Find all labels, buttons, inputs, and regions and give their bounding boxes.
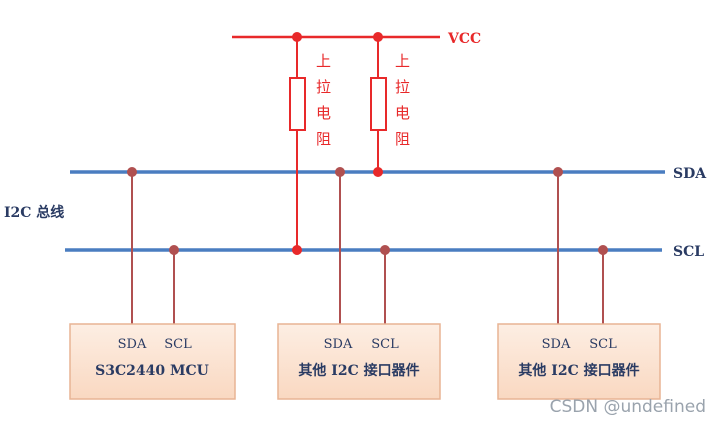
device2-sda-pin: SDA bbox=[324, 337, 353, 352]
pullup1-char-1: 上 bbox=[316, 52, 331, 70]
device1-scl-node bbox=[169, 245, 179, 255]
pullup2-char-2: 拉 bbox=[395, 78, 410, 96]
device-box-3: SDA SCL 其他 I2C 接口器件 bbox=[497, 323, 661, 400]
pullup1-char-4: 阻 bbox=[316, 130, 331, 148]
pullup2-char-1: 上 bbox=[395, 52, 410, 70]
device1-sda-node bbox=[127, 167, 137, 177]
sda-bus-label: SDA bbox=[673, 166, 707, 182]
pullup1-char-3: 电 bbox=[316, 104, 331, 122]
pullup2-char-4: 阻 bbox=[395, 130, 410, 148]
device3-sda-node bbox=[553, 167, 563, 177]
device3-name: 其他 I2C 接口器件 bbox=[518, 362, 639, 379]
device2-scl-node bbox=[380, 245, 390, 255]
device2-sda-node bbox=[335, 167, 345, 177]
scl-pullup-node bbox=[292, 245, 302, 255]
device1-name: S3C2440 MCU bbox=[95, 363, 209, 379]
device3-scl-pin: SCL bbox=[589, 337, 617, 352]
device1-sda-pin: SDA bbox=[118, 337, 147, 352]
device3-sda-pin: SDA bbox=[542, 337, 571, 352]
pullup-resistor-2 bbox=[370, 77, 387, 131]
device-box-1: SDA SCL S3C2440 MCU bbox=[69, 323, 236, 400]
bus-title: I2C 总线 bbox=[4, 204, 64, 221]
device2-scl-pin: SCL bbox=[371, 337, 399, 352]
pullup2-char-3: 电 bbox=[395, 104, 410, 122]
device-box-2: SDA SCL 其他 I2C 接口器件 bbox=[277, 323, 441, 400]
pullup-resistor-1 bbox=[289, 77, 306, 131]
watermark: CSDN @undefined bbox=[550, 397, 706, 417]
device3-scl-node bbox=[598, 245, 608, 255]
vcc-node-2 bbox=[373, 32, 383, 42]
sda-pullup-node bbox=[373, 167, 383, 177]
pullup1-char-2: 拉 bbox=[316, 78, 331, 96]
scl-bus-label: SCL bbox=[673, 244, 704, 260]
vcc-node-1 bbox=[292, 32, 302, 42]
vcc-label: VCC bbox=[447, 31, 481, 47]
device1-scl-pin: SCL bbox=[164, 337, 192, 352]
device2-name: 其他 I2C 接口器件 bbox=[298, 362, 419, 379]
